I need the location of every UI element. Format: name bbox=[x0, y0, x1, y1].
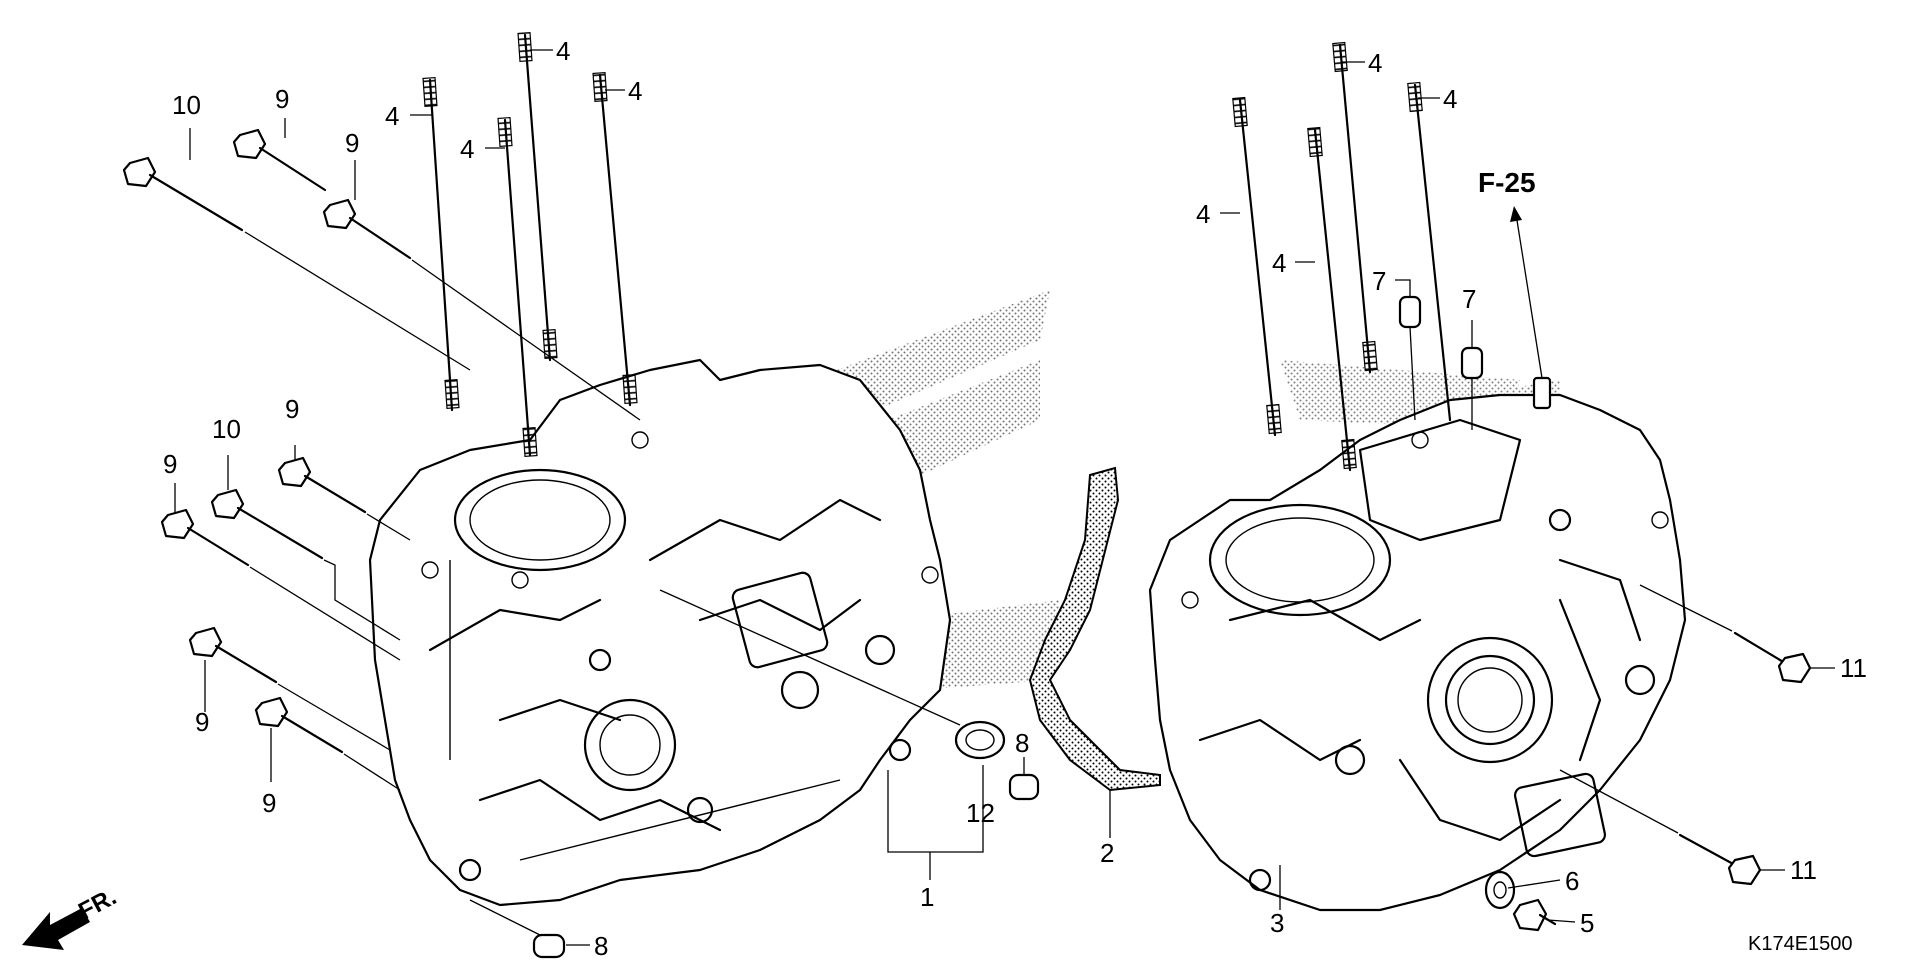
stud-4-b bbox=[497, 116, 538, 458]
breather-nipple bbox=[1532, 376, 1552, 410]
dowel-pin-8-upper bbox=[1008, 773, 1040, 801]
callout-4-f: 4 bbox=[1443, 84, 1457, 114]
left-crankcase-half bbox=[368, 290, 1060, 907]
callout-9-d: 9 bbox=[163, 449, 177, 479]
bolt-10-upper bbox=[122, 156, 471, 371]
callout-4-e: 4 bbox=[1368, 48, 1382, 78]
left-cylinder-bore bbox=[453, 468, 627, 572]
callout-9-a: 9 bbox=[275, 84, 289, 114]
callout-12: 12 bbox=[966, 798, 995, 828]
callout-4-h: 4 bbox=[1272, 248, 1286, 278]
callout-1: 1 bbox=[920, 882, 934, 912]
right-studs bbox=[1232, 41, 1452, 472]
stud-4-d bbox=[592, 71, 638, 407]
callout-4-b: 4 bbox=[628, 76, 642, 106]
bolt-9-upper-a bbox=[232, 128, 327, 192]
left-bolts bbox=[122, 128, 641, 791]
callout-3: 3 bbox=[1270, 908, 1284, 938]
bolt-9-mid bbox=[277, 456, 411, 541]
stud-4-a bbox=[422, 76, 460, 412]
callout-9-b: 9 bbox=[345, 128, 359, 158]
bolt-11-lower bbox=[1559, 769, 1762, 886]
callout-8-b: 8 bbox=[594, 931, 608, 960]
right-cylinder-bore bbox=[1208, 503, 1392, 617]
callout-11-b: 11 bbox=[1790, 855, 1817, 885]
left-case-outline bbox=[368, 358, 952, 907]
bolt-9-lower-b bbox=[254, 696, 401, 791]
stud-4-c bbox=[517, 31, 558, 362]
callout-9-f: 9 bbox=[262, 788, 276, 818]
left-studs bbox=[422, 31, 638, 458]
callout-4-a: 4 bbox=[556, 36, 570, 66]
reference-label: F-25 bbox=[1478, 167, 1536, 198]
dowel-pin-7-a bbox=[1398, 295, 1422, 421]
front-direction-arrow: FR. bbox=[22, 883, 121, 950]
gasket-2 bbox=[1028, 466, 1161, 792]
bolt-9-lower-a bbox=[188, 626, 391, 751]
diagram-code: K174E1500 bbox=[1748, 933, 1853, 955]
stud-4-g bbox=[1332, 41, 1378, 374]
callout-8-a: 8 bbox=[1015, 728, 1029, 758]
bolt-11-upper bbox=[1639, 584, 1812, 684]
washer-6 bbox=[1484, 870, 1516, 910]
callout-10-a: 10 bbox=[172, 90, 201, 120]
callout-4-g: 4 bbox=[1196, 199, 1210, 229]
right-crankcase-half bbox=[1148, 206, 1687, 912]
bolt-9-upper-b bbox=[322, 198, 641, 421]
callout-7-a: 7 bbox=[1372, 266, 1386, 296]
callout-leaders bbox=[174, 49, 1835, 946]
callout-4-c: 4 bbox=[385, 101, 399, 131]
stud-4-e bbox=[1232, 96, 1282, 437]
callout-4-d: 4 bbox=[460, 134, 474, 164]
stud-4-h bbox=[1407, 81, 1452, 422]
bolt-9-mid-left bbox=[160, 508, 401, 661]
callout-11-a: 11 bbox=[1840, 653, 1867, 683]
callout-10-b: 10 bbox=[212, 414, 241, 444]
callout-2: 2 bbox=[1100, 838, 1114, 868]
stud-4-f bbox=[1307, 126, 1357, 472]
left-bearing-boss bbox=[583, 698, 677, 792]
callout-7-b: 7 bbox=[1462, 284, 1476, 314]
callout-5: 5 bbox=[1580, 908, 1594, 938]
dowel-pin-8-lower bbox=[469, 899, 566, 959]
front-arrow-icon bbox=[22, 908, 90, 950]
callout-6: 6 bbox=[1565, 866, 1579, 896]
bolt-10-mid bbox=[210, 488, 401, 641]
bearing-12 bbox=[659, 589, 1006, 760]
right-bearing-boss bbox=[1426, 636, 1554, 764]
callout-9-e: 9 bbox=[195, 707, 209, 737]
drain-bolt-5 bbox=[1512, 898, 1557, 932]
callout-9-c: 9 bbox=[285, 394, 299, 424]
